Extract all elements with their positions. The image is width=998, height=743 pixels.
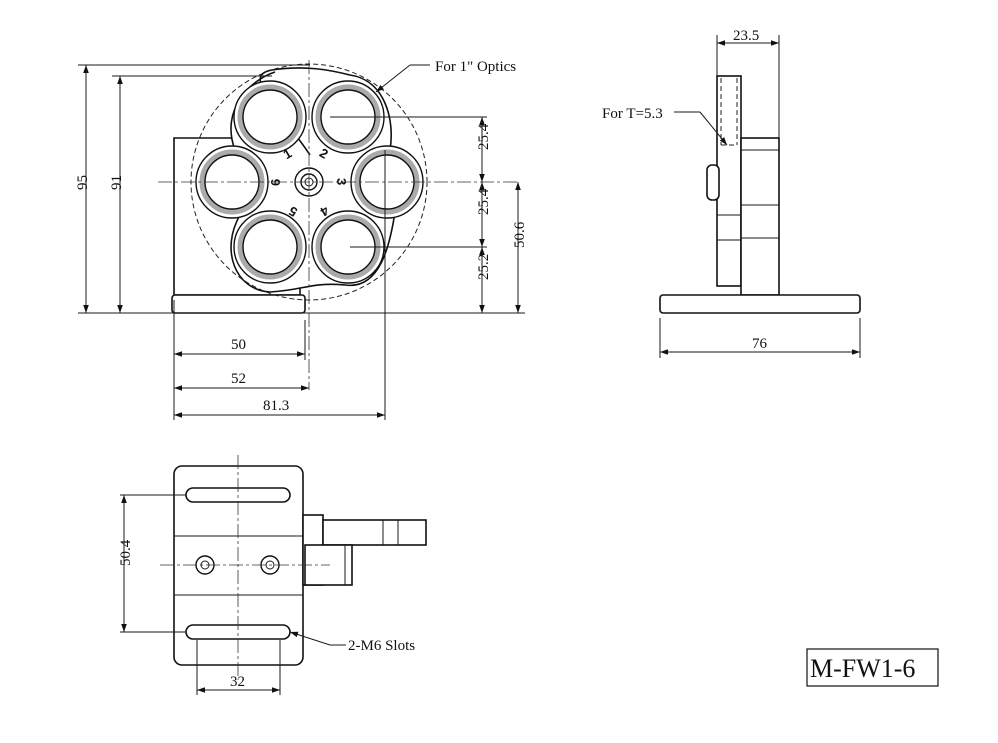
side-wheel-plate xyxy=(716,75,742,287)
model-label-box: M-FW1-6 xyxy=(806,648,939,687)
dim-width-52: 52 xyxy=(231,371,246,387)
dim-height-95: 95 xyxy=(75,175,91,190)
callout-thickness: For T=5.3 xyxy=(602,106,663,122)
lens-ring-bottom-left xyxy=(233,210,307,284)
callout-optics: For 1" Optics xyxy=(435,59,516,75)
side-view: 23.5 76 For T=5.3 xyxy=(602,28,861,358)
dim-base-length: 76 xyxy=(752,336,768,352)
dim-base-to-lens: 25.2 xyxy=(476,254,492,280)
top-arm xyxy=(322,519,427,546)
lens-number-3: 3 xyxy=(334,178,349,185)
front-view: 1 2 3 4 5 6 95 91 25.4 25.4 25.2 50.6 xyxy=(75,59,528,420)
side-body-block xyxy=(740,137,780,296)
lens-ring-bottom-right xyxy=(311,210,385,284)
callout-slots: 2-M6 Slots xyxy=(348,638,415,654)
dim-slot-length: 32 xyxy=(230,674,245,690)
dim-height-91: 91 xyxy=(109,175,125,190)
side-base-plate xyxy=(659,294,861,314)
top-view: 50.4 32 2-M6 Slots xyxy=(118,455,427,695)
dim-pitch-upper: 25.4 xyxy=(476,123,492,150)
dim-depth: 23.5 xyxy=(733,28,759,44)
dim-width-81-3: 81.3 xyxy=(263,398,289,414)
dim-pitch-lower: 25.4 xyxy=(476,188,492,215)
dim-width-50: 50 xyxy=(231,337,246,353)
lens-ring-top-left xyxy=(233,80,307,154)
model-label: M-FW1-6 xyxy=(810,654,915,683)
side-knob xyxy=(706,164,720,201)
dim-center-height: 50.6 xyxy=(512,221,528,248)
dim-slot-spacing: 50.4 xyxy=(118,539,134,566)
